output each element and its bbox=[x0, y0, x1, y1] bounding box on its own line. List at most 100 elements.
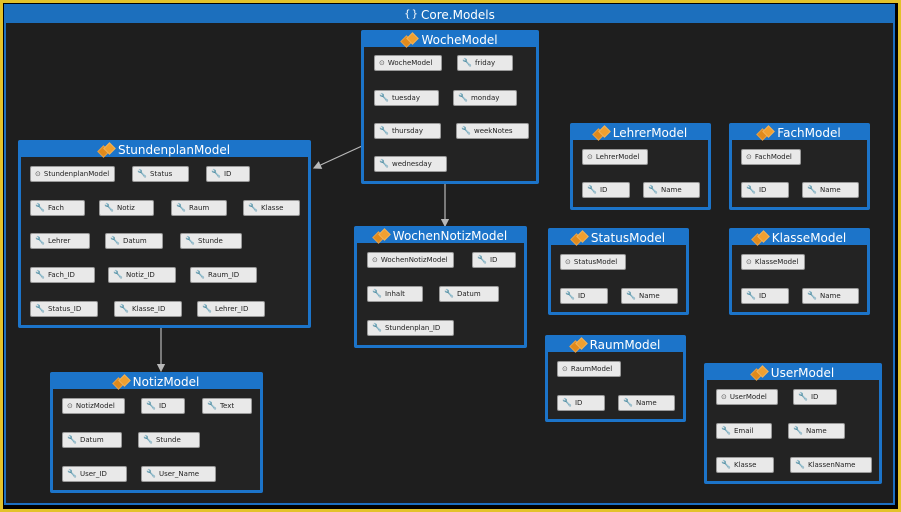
member-property[interactable]: 🔧Datum bbox=[439, 286, 499, 302]
class-header[interactable]: StundenplanModel bbox=[20, 142, 309, 157]
constructor-icon: ⊙ bbox=[35, 169, 41, 178]
class-title: RaumModel bbox=[589, 337, 661, 352]
member-constructor[interactable]: ⊙UserModel bbox=[716, 389, 778, 405]
member-property[interactable]: 🔧Klasse bbox=[716, 457, 774, 473]
member-property[interactable]: 🔧Datum bbox=[105, 233, 163, 249]
class-header[interactable]: KlasseModel bbox=[731, 230, 868, 245]
member-property[interactable]: 🔧ID bbox=[206, 166, 250, 182]
wrench-icon: 🔧 bbox=[477, 255, 487, 264]
namespace-icon: { } bbox=[404, 9, 418, 20]
member-property[interactable]: 🔧Klasse_ID bbox=[114, 301, 182, 317]
class-header[interactable]: RaumModel bbox=[547, 337, 684, 352]
member-property[interactable]: 🔧Text bbox=[202, 398, 252, 414]
member-property[interactable]: 🔧ID bbox=[560, 288, 608, 304]
member-property[interactable]: 🔧Name bbox=[802, 182, 859, 198]
class-stundenplan-model[interactable]: StundenplanModel ⊙StundenplanModel 🔧Stat… bbox=[18, 140, 311, 328]
constructor-icon: ⊙ bbox=[587, 152, 593, 161]
member-property[interactable]: 🔧Fach bbox=[30, 200, 85, 216]
class-header[interactable]: LehrerModel bbox=[572, 125, 709, 140]
member-property[interactable]: 🔧Name bbox=[618, 395, 675, 411]
namespace-title: Core.Models bbox=[421, 7, 495, 22]
class-fach-model[interactable]: FachModel ⊙FachModel 🔧ID 🔧Name bbox=[729, 123, 870, 210]
member-constructor[interactable]: ⊙NotizModel bbox=[62, 398, 125, 414]
wrench-icon: 🔧 bbox=[119, 304, 129, 313]
member-property[interactable]: 🔧ID bbox=[472, 252, 516, 268]
member-property[interactable]: 🔧Klasse bbox=[243, 200, 300, 216]
class-header[interactable]: UserModel bbox=[706, 365, 880, 380]
member-property[interactable]: 🔧User_ID bbox=[62, 466, 127, 482]
member-property[interactable]: 🔧Stunde bbox=[138, 432, 200, 448]
member-property[interactable]: 🔧ID bbox=[557, 395, 605, 411]
member-property[interactable]: 🔧friday bbox=[457, 55, 513, 71]
constructor-icon: ⊙ bbox=[379, 58, 385, 67]
class-status-model[interactable]: StatusModel ⊙StatusModel 🔧ID 🔧Name bbox=[548, 228, 689, 315]
class-klasse-model[interactable]: KlasseModel ⊙KlasseModel 🔧ID 🔧Name bbox=[729, 228, 870, 315]
member-property[interactable]: 🔧Name bbox=[621, 288, 678, 304]
member-constructor[interactable]: ⊙RaumModel bbox=[557, 361, 621, 377]
member-property[interactable]: 🔧Stunde bbox=[180, 233, 242, 249]
member-constructor[interactable]: ⊙StatusModel bbox=[560, 254, 626, 270]
member-constructor[interactable]: ⊙WocheModel bbox=[374, 55, 442, 71]
member-property[interactable]: 🔧Inhalt bbox=[367, 286, 423, 302]
namespace-header[interactable]: { } Core.Models bbox=[6, 6, 893, 23]
class-user-model[interactable]: UserModel ⊙UserModel 🔧ID 🔧Email 🔧Name 🔧K… bbox=[704, 363, 882, 484]
member-property[interactable]: 🔧Stundenplan_ID bbox=[367, 320, 454, 336]
member-constructor[interactable]: ⊙FachModel bbox=[741, 149, 801, 165]
member-property[interactable]: 🔧KlassenName bbox=[790, 457, 872, 473]
wrench-icon: 🔧 bbox=[462, 58, 472, 67]
wrench-icon: 🔧 bbox=[379, 159, 389, 168]
class-raum-model[interactable]: RaumModel ⊙RaumModel 🔧ID 🔧Name bbox=[545, 335, 686, 422]
wrench-icon: 🔧 bbox=[195, 270, 205, 279]
member-property[interactable]: 🔧Fach_ID bbox=[30, 267, 95, 283]
member-property[interactable]: 🔧User_Name bbox=[141, 466, 216, 482]
wrench-icon: 🔧 bbox=[176, 203, 186, 212]
class-header[interactable]: FachModel bbox=[731, 125, 868, 140]
member-constructor[interactable]: ⊙KlasseModel bbox=[741, 254, 805, 270]
member-property[interactable]: 🔧Status_ID bbox=[30, 301, 98, 317]
wrench-icon: 🔧 bbox=[444, 289, 454, 298]
class-title: StundenplanModel bbox=[117, 142, 231, 157]
member-property[interactable]: 🔧Name bbox=[643, 182, 700, 198]
member-property[interactable]: 🔧Name bbox=[802, 288, 859, 304]
member-property[interactable]: 🔧weekNotes bbox=[456, 123, 529, 139]
member-constructor[interactable]: ⊙LehrerModel bbox=[582, 149, 648, 165]
member-property[interactable]: 🔧monday bbox=[453, 90, 517, 106]
wrench-icon: 🔧 bbox=[207, 401, 217, 410]
member-property[interactable]: 🔧Status bbox=[132, 166, 189, 182]
member-property[interactable]: 🔧ID bbox=[141, 398, 185, 414]
class-icon bbox=[572, 232, 586, 244]
class-wochen-notiz-model[interactable]: WochenNotizModel ⊙WochenNotizModel 🔧ID 🔧… bbox=[354, 226, 527, 348]
member-property[interactable]: 🔧tuesday bbox=[374, 90, 439, 106]
class-lehrer-model[interactable]: LehrerModel ⊙LehrerModel 🔧ID 🔧Name bbox=[570, 123, 711, 210]
member-property[interactable]: 🔧Lehrer bbox=[30, 233, 90, 249]
member-property[interactable]: 🔧Email bbox=[716, 423, 772, 439]
member-property[interactable]: 🔧Notiz bbox=[99, 200, 154, 216]
member-property[interactable]: 🔧ID bbox=[582, 182, 630, 198]
class-header[interactable]: NotizModel bbox=[52, 374, 261, 389]
member-property[interactable]: 🔧Notiz_ID bbox=[108, 267, 176, 283]
member-property[interactable]: 🔧ID bbox=[741, 182, 789, 198]
class-notiz-model[interactable]: NotizModel ⊙NotizModel 🔧ID 🔧Text 🔧Datum … bbox=[50, 372, 263, 493]
class-header[interactable]: StatusModel bbox=[550, 230, 687, 245]
member-property[interactable]: 🔧Lehrer_ID bbox=[197, 301, 265, 317]
constructor-icon: ⊙ bbox=[746, 257, 752, 266]
member-property[interactable]: 🔧ID bbox=[741, 288, 789, 304]
wrench-icon: 🔧 bbox=[35, 304, 45, 313]
member-constructor[interactable]: ⊙StundenplanModel bbox=[30, 166, 115, 182]
wrench-icon: 🔧 bbox=[372, 323, 382, 332]
wrench-icon: 🔧 bbox=[143, 435, 153, 444]
member-property[interactable]: 🔧Name bbox=[788, 423, 845, 439]
class-header[interactable]: WocheModel bbox=[363, 32, 537, 47]
wrench-icon: 🔧 bbox=[35, 236, 45, 245]
member-property[interactable]: 🔧Datum bbox=[62, 432, 122, 448]
member-property[interactable]: 🔧Raum bbox=[171, 200, 227, 216]
class-header[interactable]: WochenNotizModel bbox=[356, 228, 525, 243]
member-property[interactable]: 🔧Raum_ID bbox=[190, 267, 257, 283]
constructor-icon: ⊙ bbox=[565, 257, 571, 266]
member-property[interactable]: 🔧thursday bbox=[374, 123, 441, 139]
member-property[interactable]: 🔧wednesday bbox=[374, 156, 447, 172]
constructor-icon: ⊙ bbox=[562, 364, 568, 373]
class-woche-model[interactable]: WocheModel ⊙WocheModel 🔧friday 🔧tuesday … bbox=[361, 30, 539, 184]
member-constructor[interactable]: ⊙WochenNotizModel bbox=[367, 252, 454, 268]
member-property[interactable]: 🔧ID bbox=[793, 389, 837, 405]
